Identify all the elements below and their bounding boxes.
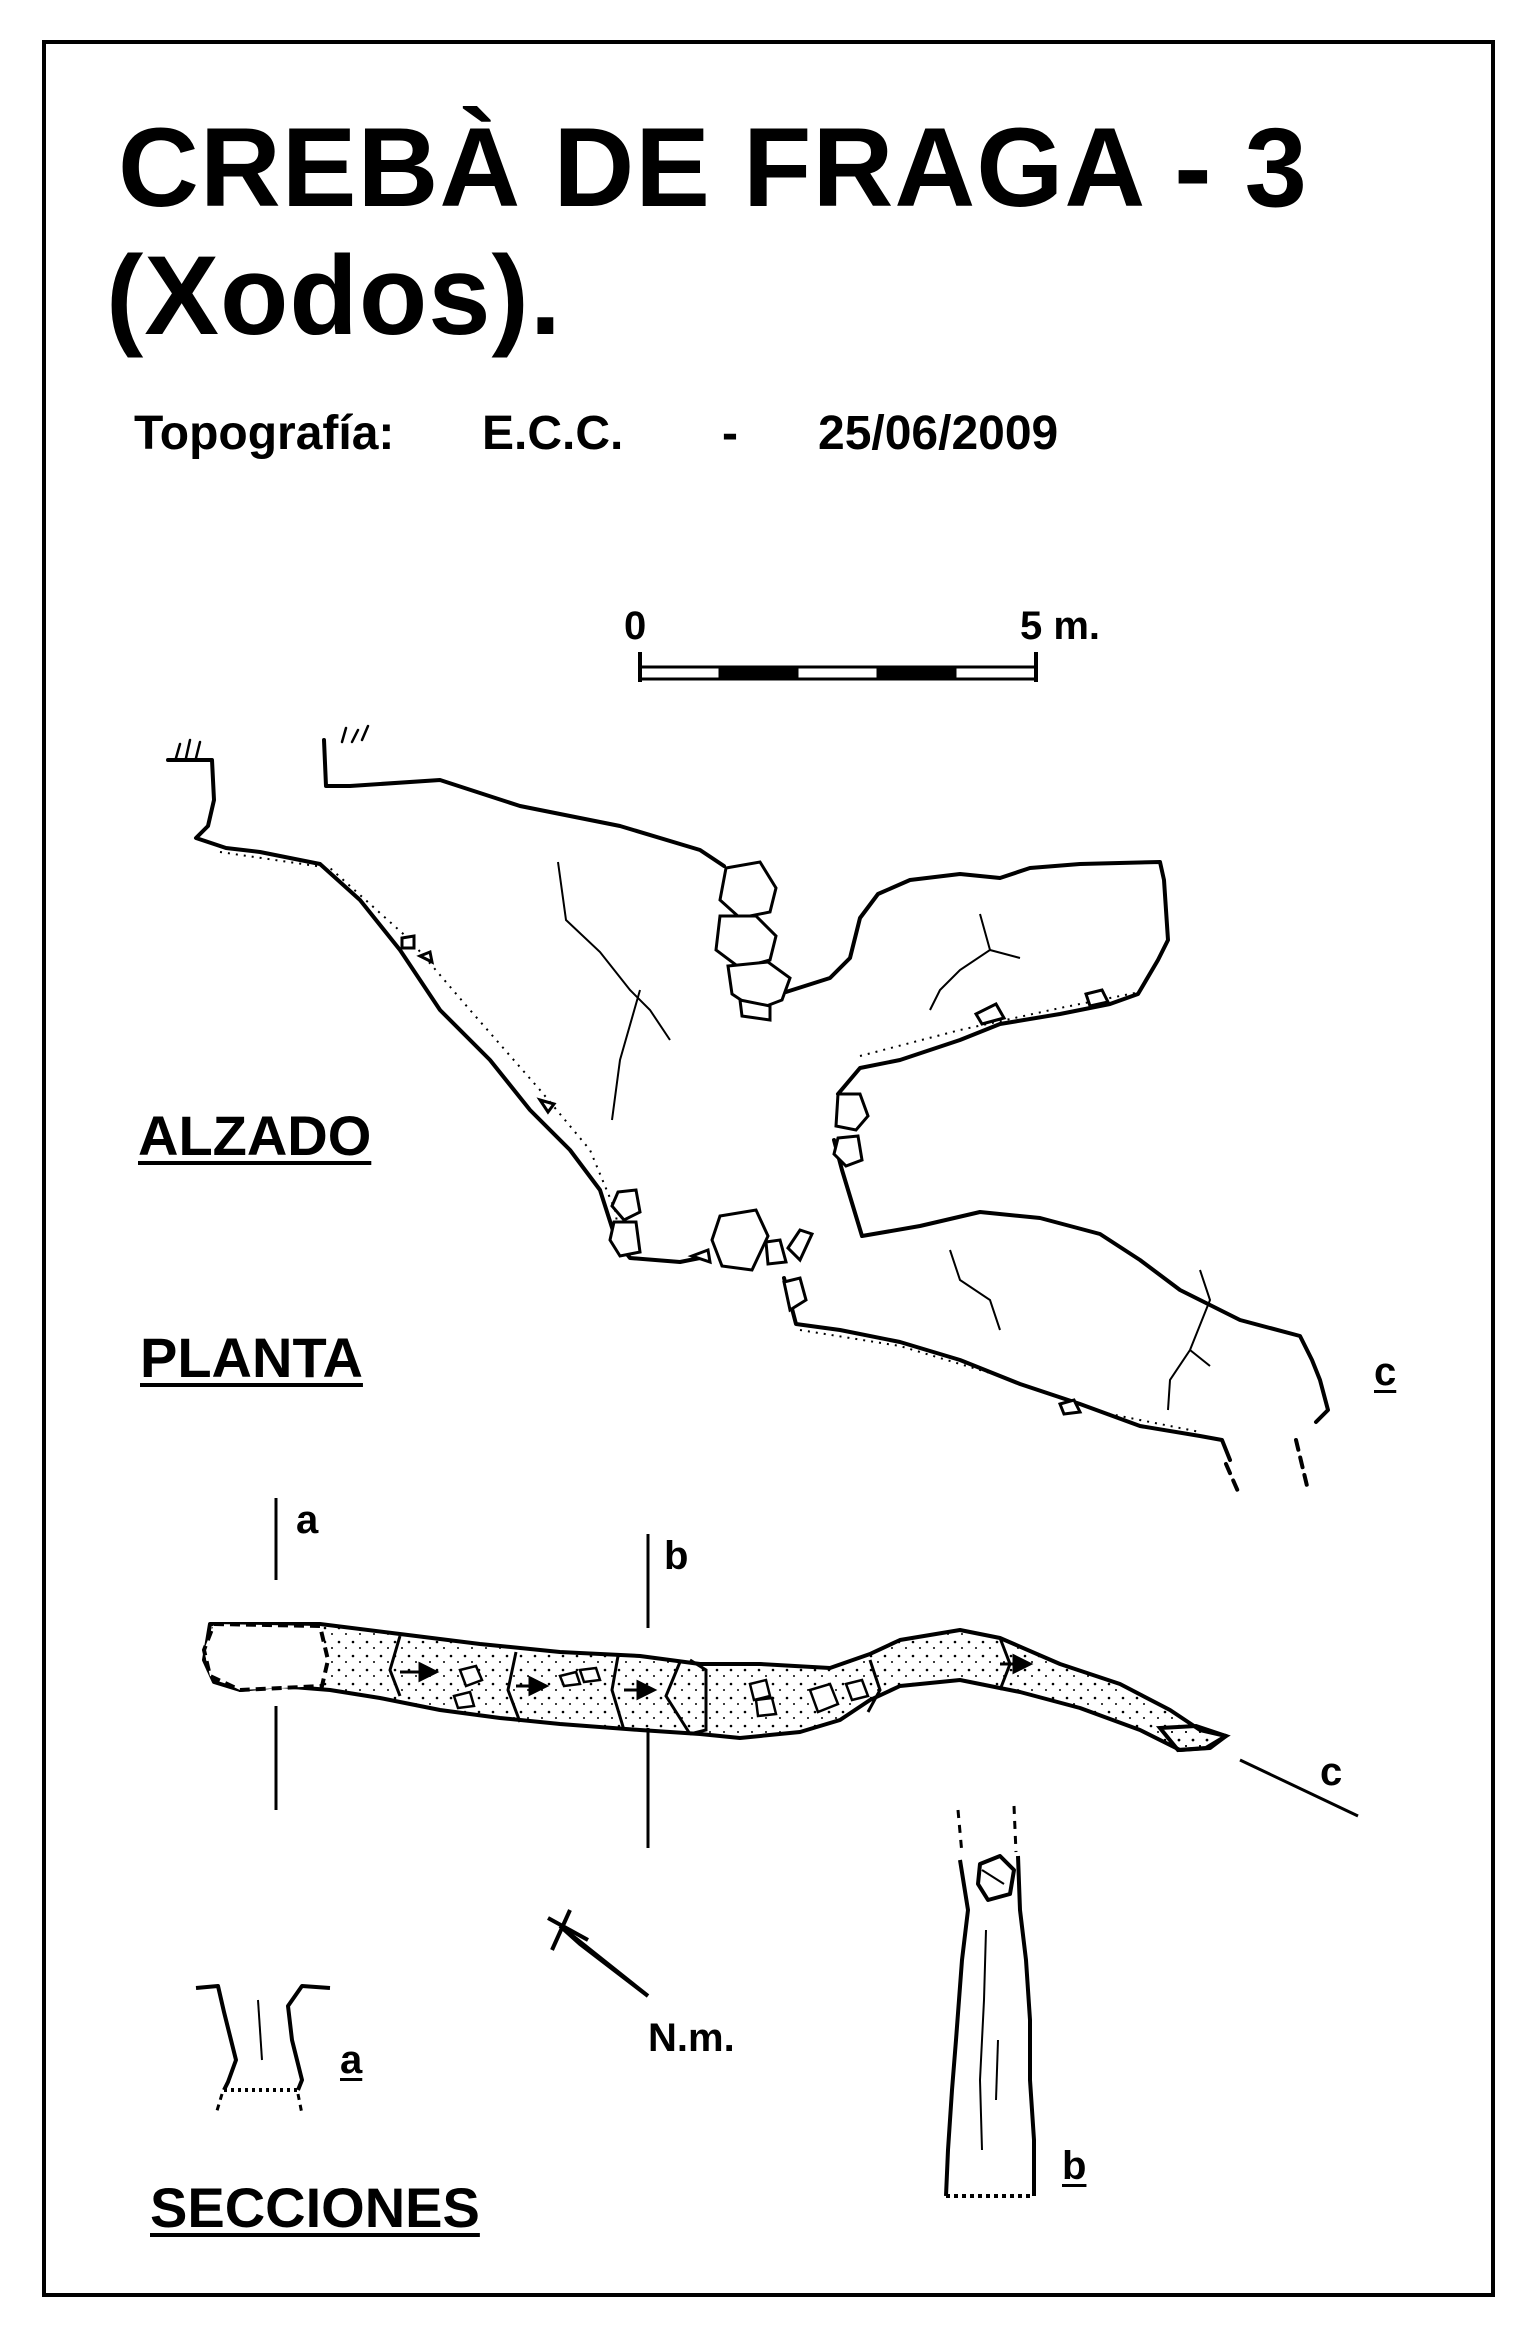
planta-section-lines [274, 1498, 1359, 1848]
planta-outline [202, 1622, 1228, 1752]
marker-c-alzado: c [1374, 1350, 1397, 1394]
marker-c-planta: c [1320, 1750, 1343, 1794]
marker-b-planta: b [664, 1534, 689, 1578]
planta-label: PLANTA [140, 1326, 363, 1389]
page-frame [42, 40, 1495, 2297]
planta-boulders [452, 1664, 870, 1718]
marker-b-section: b [1062, 2144, 1087, 2188]
secciones-label: SECCIONES [150, 2176, 480, 2239]
north-label: N.m. [648, 2016, 735, 2060]
topography-separator: - [722, 407, 738, 460]
planta-flow-arrows [400, 1653, 1034, 1701]
marker-a-section: a [340, 2038, 363, 2082]
scale-bar [638, 652, 1038, 682]
survey-location: (Xodos). [106, 233, 562, 358]
alzado-cracks [557, 861, 1212, 1411]
alzado-floor-sediment [219, 851, 1201, 1433]
marker-a-planta: a [296, 1498, 319, 1542]
planta-internal-features [388, 1635, 1012, 1736]
alzado-label: ALZADO [138, 1104, 372, 1167]
section-b [944, 1805, 1036, 2198]
topography-author: E.C.C. [482, 407, 624, 460]
topography-date: 25/06/2009 [818, 407, 1059, 460]
alzado-profile [166, 724, 1330, 1498]
scale-zero-label: 0 [624, 604, 647, 648]
alzado-boulders [400, 860, 1111, 1416]
section-a [195, 1984, 331, 2115]
planta-entrance [201, 1621, 1231, 1753]
survey-title: CREBÀ DE FRAGA - 3 [118, 105, 1308, 230]
topography-label: Topografía: [134, 407, 395, 460]
scale-end-label: 5 m. [1020, 604, 1101, 648]
north-arrow-icon [547, 1909, 650, 1998]
